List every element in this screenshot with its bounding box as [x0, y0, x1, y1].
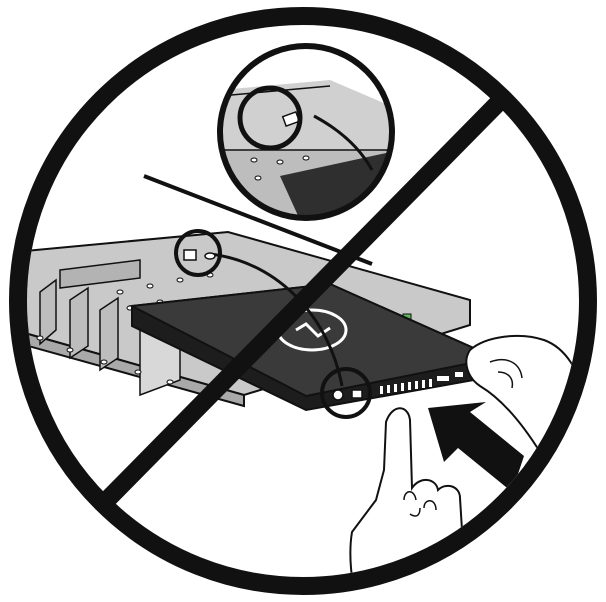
magnifier-callout-icon	[220, 46, 400, 220]
scene	[14, 176, 590, 602]
push-arrow-icon	[428, 402, 524, 492]
